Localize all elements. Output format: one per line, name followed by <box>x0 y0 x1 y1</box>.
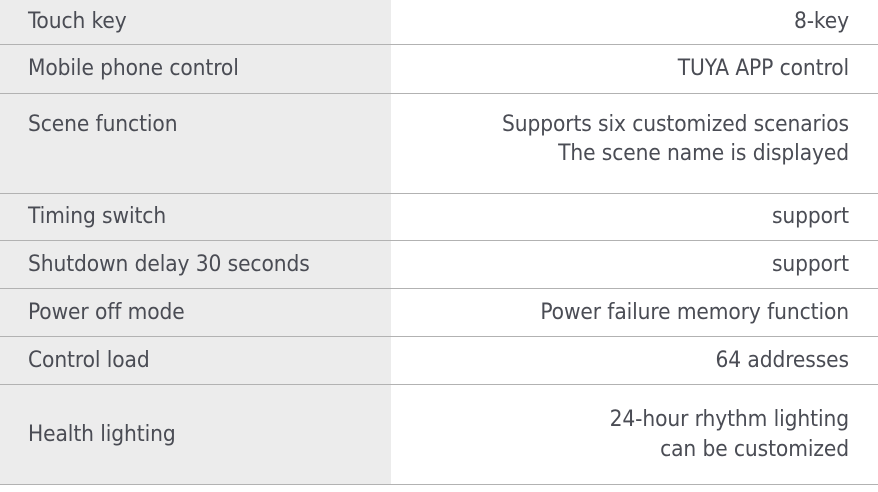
table-row: Control load 64 addresses <box>0 337 878 385</box>
spec-label-text: Shutdown delay 30 seconds <box>28 250 310 277</box>
spec-value-text: 24-hour rhythm lighting can be customize… <box>609 406 849 462</box>
spec-label-cell: Shutdown delay 30 seconds <box>0 241 391 288</box>
spec-value-text: Power failure memory function <box>540 298 849 325</box>
spec-value-text: support <box>771 250 849 277</box>
spec-label-text: Timing switch <box>28 203 167 230</box>
table-row: Power off mode Power failure memory funct… <box>0 289 878 337</box>
spec-value-text: TUYA APP control <box>677 55 849 82</box>
spec-label-text: Mobile phone control <box>28 55 239 82</box>
spec-value-cell: Supports six customized scenarios The sc… <box>391 94 878 193</box>
spec-value-cell: 8-key <box>391 0 878 44</box>
spec-value-text: Supports six customized scenarios The sc… <box>501 111 849 167</box>
spec-value-cell: Power failure memory function <box>391 289 878 336</box>
spec-value-text: 8-key <box>793 8 849 35</box>
spec-label-text: Touch key <box>28 8 127 35</box>
spec-label-text: Power off mode <box>28 298 185 325</box>
table-row: Health lighting 24-hour rhythm lighting c… <box>0 385 878 485</box>
spec-label-cell: Timing switch <box>0 194 391 240</box>
spec-label-text: Control load <box>28 346 150 373</box>
spec-value-text: 64 addresses <box>715 346 850 373</box>
table-row: Timing switch support <box>0 194 878 241</box>
spec-label-cell: Mobile phone control <box>0 45 391 93</box>
table-row: Shutdown delay 30 seconds support <box>0 241 878 289</box>
spec-value-cell: 64 addresses <box>391 337 878 384</box>
spec-label-text: Scene function <box>28 111 178 137</box>
table-row: Touch key 8-key <box>0 0 878 45</box>
spec-value-cell: 24-hour rhythm lighting can be customize… <box>391 385 878 484</box>
spec-label-cell: Scene function <box>0 94 391 193</box>
spec-label-cell: Power off mode <box>0 289 391 336</box>
spec-label-cell: Control load <box>0 337 391 384</box>
spec-label-cell: Touch key <box>0 0 391 44</box>
spec-value-cell: support <box>391 241 878 288</box>
spec-value-cell: TUYA APP control <box>391 45 878 93</box>
spec-label-cell: Health lighting <box>0 385 391 484</box>
table-row: Mobile phone control TUYA APP control <box>0 45 878 94</box>
spec-label-text: Health lighting <box>28 420 176 447</box>
spec-value-text: support <box>771 203 849 230</box>
table-row: Scene function Supports six customized sc… <box>0 94 878 194</box>
spec-value-cell: support <box>391 194 878 240</box>
